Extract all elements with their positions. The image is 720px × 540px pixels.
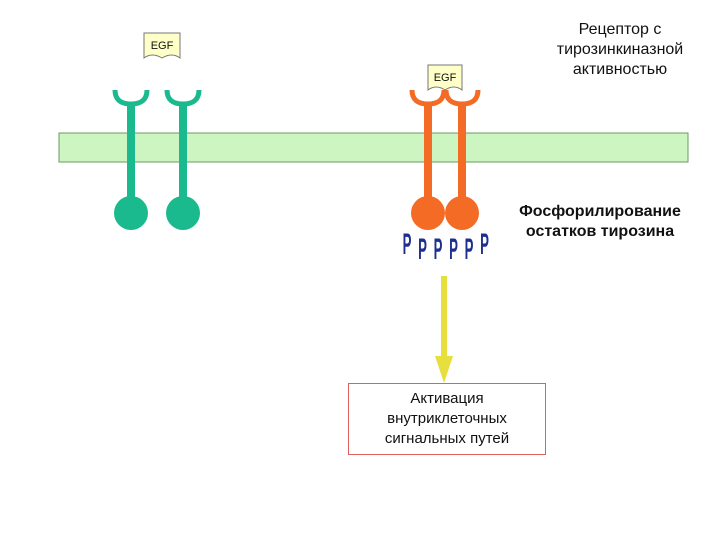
egf-ligand-free: EGF	[143, 32, 181, 59]
active-receptor-right	[443, 89, 481, 230]
phosphate-group: P	[465, 232, 474, 266]
phosphorylation-caption: Фосфорилирование остатков тирозина	[492, 202, 708, 242]
egf-ligand-bound: EGF	[427, 64, 463, 91]
receptor-title: Рецептор с тирозинкиназной активностью	[520, 20, 720, 80]
result-caption: Активация внутриклеточных сигнальных пут…	[348, 389, 546, 449]
result-line-3: сигнальных путей	[384, 430, 510, 447]
phosphate-group: P	[403, 227, 412, 261]
cell-membrane	[58, 132, 689, 163]
result-line-1: Активация	[410, 390, 484, 407]
result-box	[348, 383, 546, 455]
title-line-3: активностью	[572, 61, 668, 78]
title-line-1: Рецептор с	[578, 21, 662, 38]
phosphate-group: P	[480, 227, 489, 261]
phosphate-group: P	[418, 232, 427, 266]
phosphate-group: P	[434, 232, 443, 266]
inactive-receptor-right	[164, 89, 202, 230]
phosphate-group: P	[449, 232, 458, 266]
title-line-2: тирозинкиназной	[556, 41, 684, 58]
signal-arrow	[435, 276, 453, 383]
inactive-receptor-left	[112, 89, 150, 230]
egf-ligand-bound-label: EGF	[434, 72, 457, 84]
phosphorylation-line-2: остатков тирозина	[525, 223, 675, 240]
phosphorylation-line-1: Фосфорилирование	[519, 203, 681, 220]
active-receptor-left	[409, 89, 447, 230]
result-line-2: внутриклеточных	[387, 410, 507, 427]
egf-ligand-free-label: EGF	[151, 40, 174, 52]
